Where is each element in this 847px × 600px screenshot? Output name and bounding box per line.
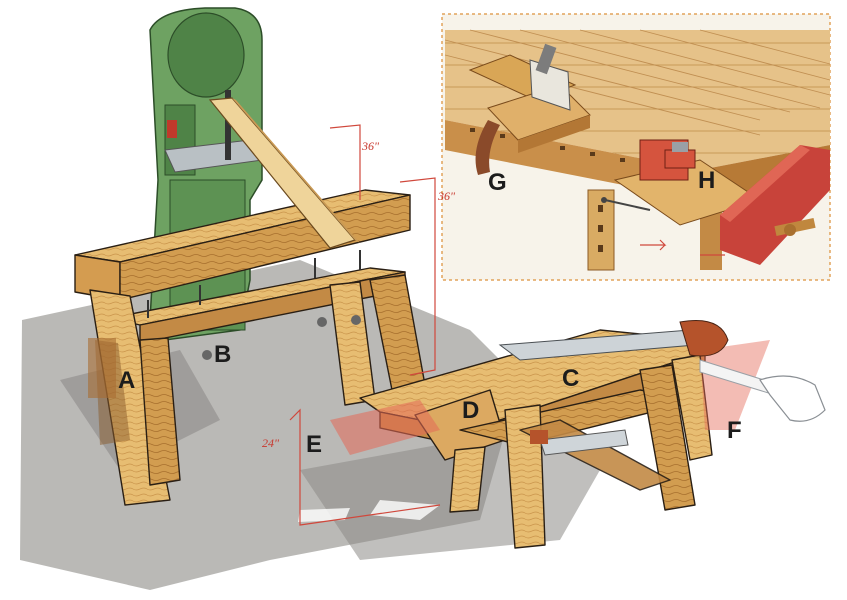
label-f: F — [727, 417, 742, 444]
inset-panel: G H — [441, 13, 831, 281]
dimension-36-board: 36" — [361, 139, 380, 153]
label-d: D — [462, 397, 479, 424]
label-a: A — [118, 367, 135, 394]
sawhorse-a: A B — [74, 97, 426, 506]
low-sawhorse: C D E F — [306, 320, 826, 549]
dimension-lines: 36" 36" 24" — [262, 124, 456, 526]
bench-vise — [601, 139, 762, 226]
label-c: C — [562, 365, 579, 392]
label-e: E — [306, 431, 322, 458]
bandsaw — [149, 7, 263, 341]
label-g: G — [488, 169, 507, 196]
label-h: H — [698, 167, 715, 194]
dimension-36-horse: 36" — [437, 189, 456, 203]
miter-box — [468, 43, 591, 175]
dimension-24: 24" — [262, 436, 280, 450]
end-vise — [720, 145, 830, 265]
label-b: B — [214, 341, 231, 368]
